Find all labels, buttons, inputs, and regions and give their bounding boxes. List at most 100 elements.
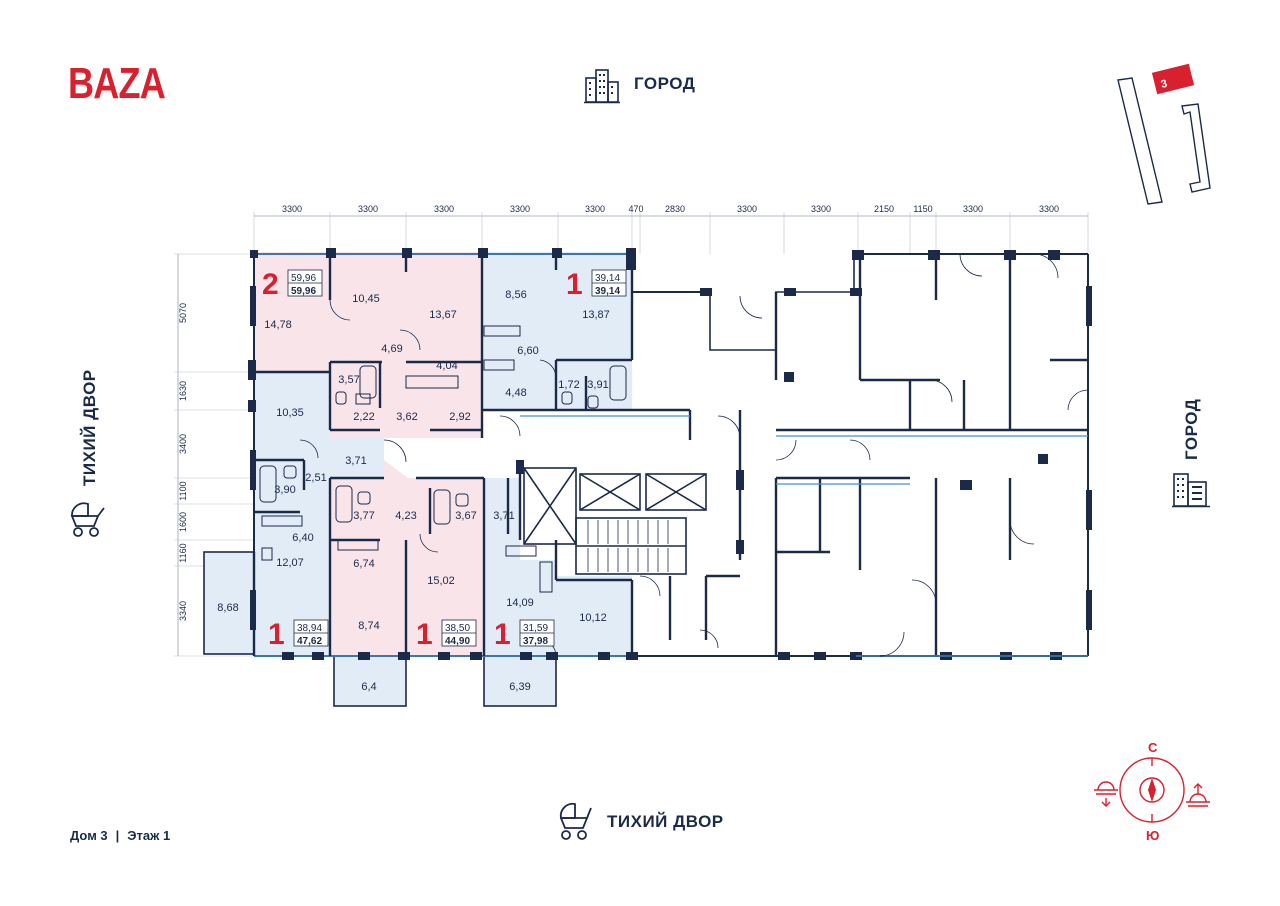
- room-area: 8,68: [217, 602, 238, 614]
- wall-pier: [1048, 250, 1060, 260]
- toilet-icon: [561, 391, 573, 405]
- fixtures: [259, 325, 627, 593]
- bathtub-icon: [359, 365, 377, 399]
- direction-top-label: ГОРОД: [634, 74, 696, 93]
- room-area: 13,87: [582, 309, 610, 321]
- wall-pier: [250, 450, 256, 490]
- room-area: 3,90: [274, 484, 295, 496]
- wall-pier: [546, 652, 558, 660]
- separator: |: [115, 828, 120, 843]
- room-area: 3,77: [353, 510, 374, 522]
- wall-pier: [398, 652, 410, 660]
- room-area: 3,57: [338, 374, 359, 386]
- bathtub-icon: [433, 489, 451, 525]
- bathtub-icon: [259, 465, 277, 503]
- kitchen-counter-icon: [261, 515, 303, 527]
- apartment-badge[interactable]: 2 59,96 59,96: [262, 268, 323, 301]
- room-area: 3,71: [345, 455, 366, 467]
- room-area: 3,62: [396, 411, 417, 423]
- bathtub-icon: [609, 365, 627, 401]
- wall-pier: [250, 286, 256, 326]
- bathtub-icon: [335, 485, 353, 523]
- room-area: 3,91: [587, 379, 608, 391]
- apartment-rooms: 2: [262, 268, 279, 301]
- room-area: 12,07: [276, 557, 304, 569]
- dimension-label: 5070: [178, 303, 188, 323]
- room-area: 4,48: [505, 387, 526, 399]
- room-area: 10,45: [352, 293, 380, 305]
- wall-pier: [312, 652, 324, 660]
- compass: С Ю: [1094, 740, 1210, 843]
- brand-logo: BAZA: [68, 59, 166, 108]
- wall-pier: [402, 248, 412, 258]
- apartment-1b-fill[interactable]: [254, 372, 384, 656]
- toilet-icon: [335, 391, 347, 405]
- city-building-icon: [1172, 470, 1210, 513]
- room-area: 8,74: [358, 620, 379, 632]
- apartment-rooms: 1: [268, 618, 285, 651]
- apartment-1d-fill[interactable]: [484, 478, 632, 656]
- room-area: 2,92: [449, 411, 470, 423]
- apartment-living-area: 31,59: [523, 623, 548, 634]
- apartment-total-area: 44,90: [445, 636, 470, 647]
- dimension-label: 470: [628, 204, 643, 214]
- dimension-label: 2150: [874, 204, 894, 214]
- sunrise-icon: [1094, 781, 1118, 807]
- sink-icon: [355, 393, 371, 405]
- apartment-2-fill[interactable]: [254, 252, 482, 438]
- room-area: 8,56: [505, 289, 526, 301]
- balcony-right-fill[interactable]: [484, 656, 556, 706]
- room-area: 2,22: [353, 411, 374, 423]
- apartment-living-area: 59,96: [291, 273, 316, 284]
- room-area: 6,40: [292, 532, 313, 544]
- apartment-total-area: 37,98: [523, 636, 548, 647]
- room-area: 10,12: [579, 612, 607, 624]
- wall-pier: [478, 248, 488, 258]
- wall-pier: [814, 652, 826, 660]
- wall-pier: [520, 652, 532, 660]
- apartment-total-area: 59,96: [291, 286, 316, 297]
- room-area: 4,04: [436, 360, 457, 372]
- apartment-badge[interactable]: 1 38,50 44,90: [416, 618, 477, 651]
- stroller-icon: [68, 500, 110, 543]
- dimension-label: 3300: [282, 204, 302, 214]
- dimension-label: 3400: [178, 434, 188, 454]
- room-area: 3,67: [455, 510, 476, 522]
- balcony-mid-fill[interactable]: [334, 656, 406, 706]
- dimension-label: 3300: [811, 204, 831, 214]
- room-area: 10,35: [276, 407, 304, 419]
- dimension-label: 1600: [178, 512, 188, 532]
- wall-pier: [282, 652, 294, 660]
- wall-pier: [850, 288, 862, 296]
- floor-number: Этаж 1: [127, 828, 171, 843]
- wall-pier: [470, 652, 482, 660]
- room-area: 3,71: [493, 510, 514, 522]
- city-building-icon: [584, 66, 620, 109]
- staircase: [587, 520, 669, 572]
- wall-pier: [598, 652, 610, 660]
- apartment-badge[interactable]: 1 31,59 37,98: [494, 618, 555, 651]
- sink-icon: [261, 547, 273, 561]
- commercial-thin-walls: [520, 415, 1088, 657]
- wall-pier: [1086, 590, 1092, 630]
- room-area: 15,02: [427, 575, 455, 587]
- dimension-label: 3300: [1039, 204, 1059, 214]
- balcony-left-fill[interactable]: [204, 552, 254, 654]
- house-number: Дом 3: [70, 828, 108, 843]
- wall-pier: [1086, 490, 1092, 530]
- direction-bottom-label: ТИХИЙ ДВОР: [607, 812, 724, 831]
- apartment-living-area: 39,14: [595, 273, 620, 284]
- wall-pier: [438, 652, 450, 660]
- apartment-rooms: 1: [494, 618, 511, 651]
- apartment-rooms: 1: [416, 618, 433, 651]
- dimension-label: 1160: [178, 543, 188, 562]
- apartment-living-area: 38,50: [445, 623, 470, 634]
- commercial-walls: [668, 254, 1088, 656]
- dimension-label: 3300: [358, 204, 378, 214]
